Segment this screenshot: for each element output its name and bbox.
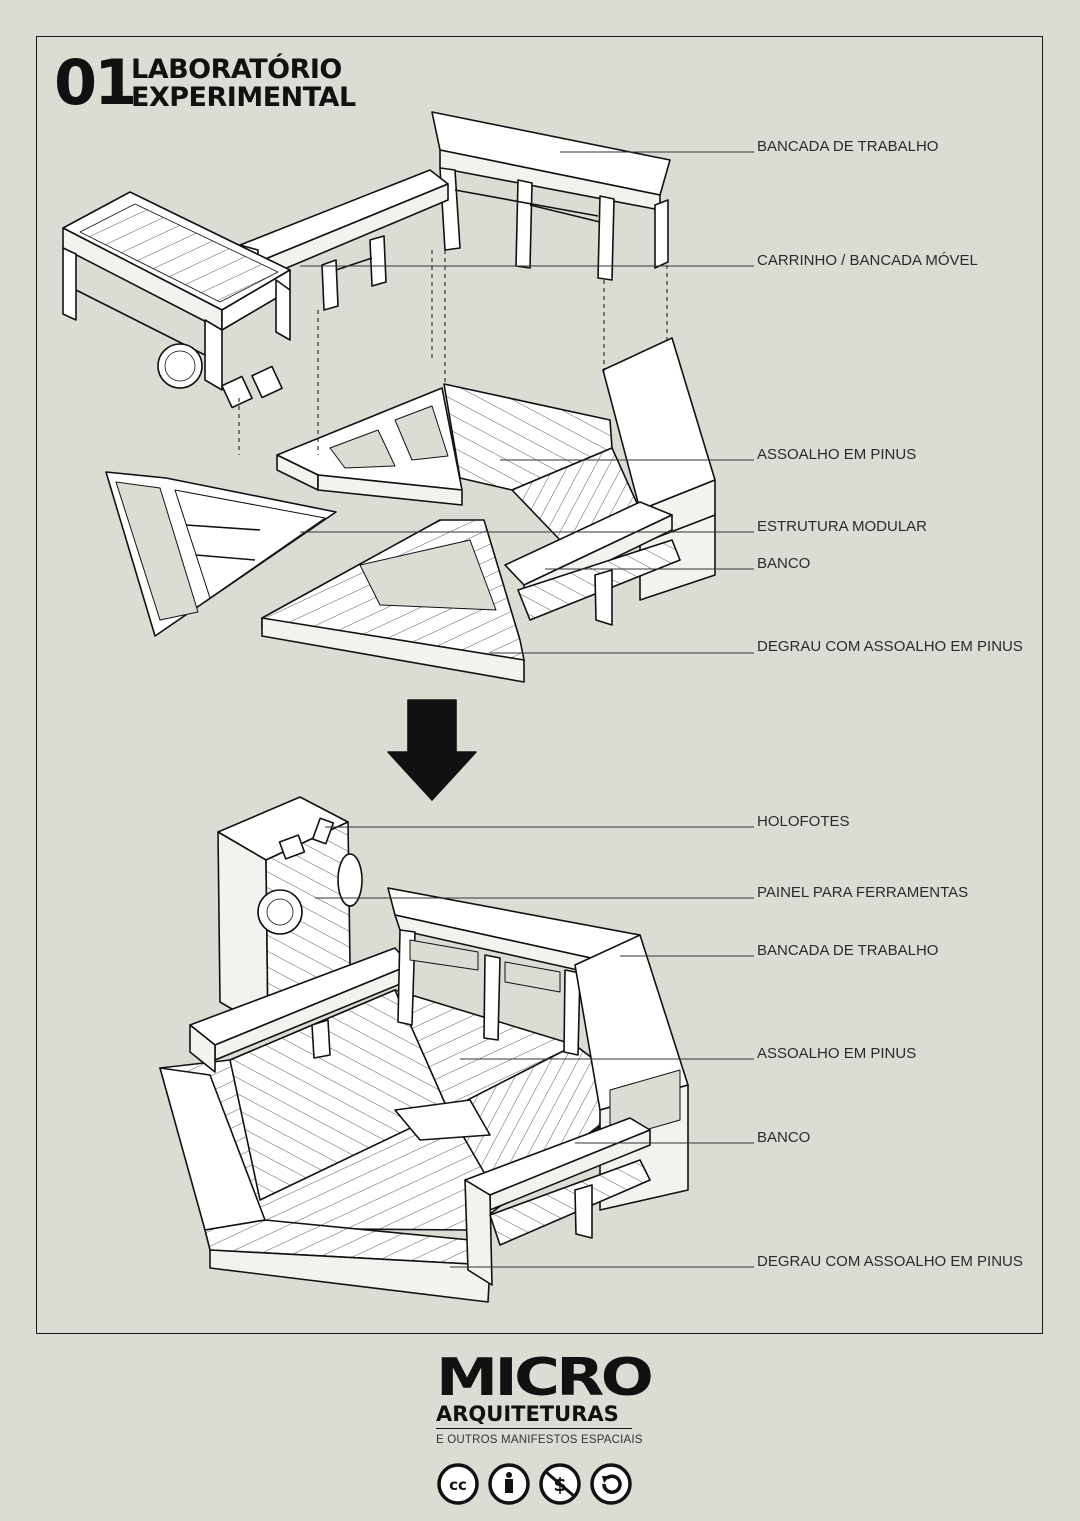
- section-title-line2: EXPERIMENTAL: [131, 82, 356, 113]
- page-frame: [36, 36, 1043, 1334]
- assembled-front-bench: [464, 1117, 651, 1286]
- label-exploded-floor: ASSOALHO EM PINUS: [757, 446, 917, 463]
- label-assembled-floor: ASSOALHO EM PINUS: [757, 1045, 917, 1062]
- label-exploded-bench: BANCO: [757, 555, 811, 572]
- label-assembled-workbench: BANCADA DE TRABALHO: [757, 942, 939, 959]
- label-assembled-tool-panel: PAINEL PARA FERRAMENTAS: [757, 884, 969, 901]
- section-title-line1: LABORATÓRIO: [131, 54, 342, 85]
- label-exploded-workbench: BANCADA DE TRABALHO: [757, 138, 939, 155]
- label-exploded-cart: CARRINHO / BANCADA MÓVEL: [757, 252, 978, 269]
- logo-sub: ARQUITETURAS: [436, 1402, 632, 1429]
- cc-icon: cc: [437, 1463, 479, 1505]
- assembled-workbench: [387, 887, 641, 1056]
- non-commercial-icon: $: [539, 1463, 581, 1505]
- logo: MICRO ARQUITETURAS E OUTROS MANIFESTOS E…: [436, 1352, 654, 1446]
- label-exploded-step: DEGRAU COM ASSOALHO EM PINUS: [757, 638, 1023, 655]
- assembled-left-wall: [159, 1067, 491, 1303]
- exploded-step: [261, 519, 525, 683]
- exploded-workbench: [431, 111, 671, 281]
- exploded-floor-frame-left: [276, 387, 463, 506]
- leader-lines: [300, 151, 754, 1268]
- by-person-icon: [488, 1463, 530, 1505]
- label-assembled-step: DEGRAU COM ASSOALHO EM PINUS: [757, 1253, 1023, 1270]
- label-assembled-bench: BANCO: [757, 1129, 811, 1146]
- label-exploded-modular-structure: ESTRUTURA MODULAR: [757, 518, 928, 535]
- exploded-bench-front: [504, 501, 681, 626]
- section-number: 01: [54, 46, 137, 119]
- down-arrow-icon: [387, 699, 477, 801]
- license-icons: cc $: [437, 1463, 632, 1505]
- share-alike-icon: [590, 1463, 632, 1505]
- exploded-modular-frame: [105, 471, 337, 637]
- exploded-bench-beam: [239, 169, 449, 311]
- logo-tagline: E OUTROS MANIFESTOS ESPACIAIS: [436, 1434, 643, 1446]
- exploded-cart: [62, 191, 291, 409]
- svg-text:cc: cc: [449, 1476, 467, 1494]
- logo-main: MICRO: [436, 1348, 654, 1408]
- label-assembled-spotlights: HOLOFOTES: [757, 813, 850, 830]
- section-title: LABORATÓRIO EXPERIMENTAL: [131, 56, 356, 112]
